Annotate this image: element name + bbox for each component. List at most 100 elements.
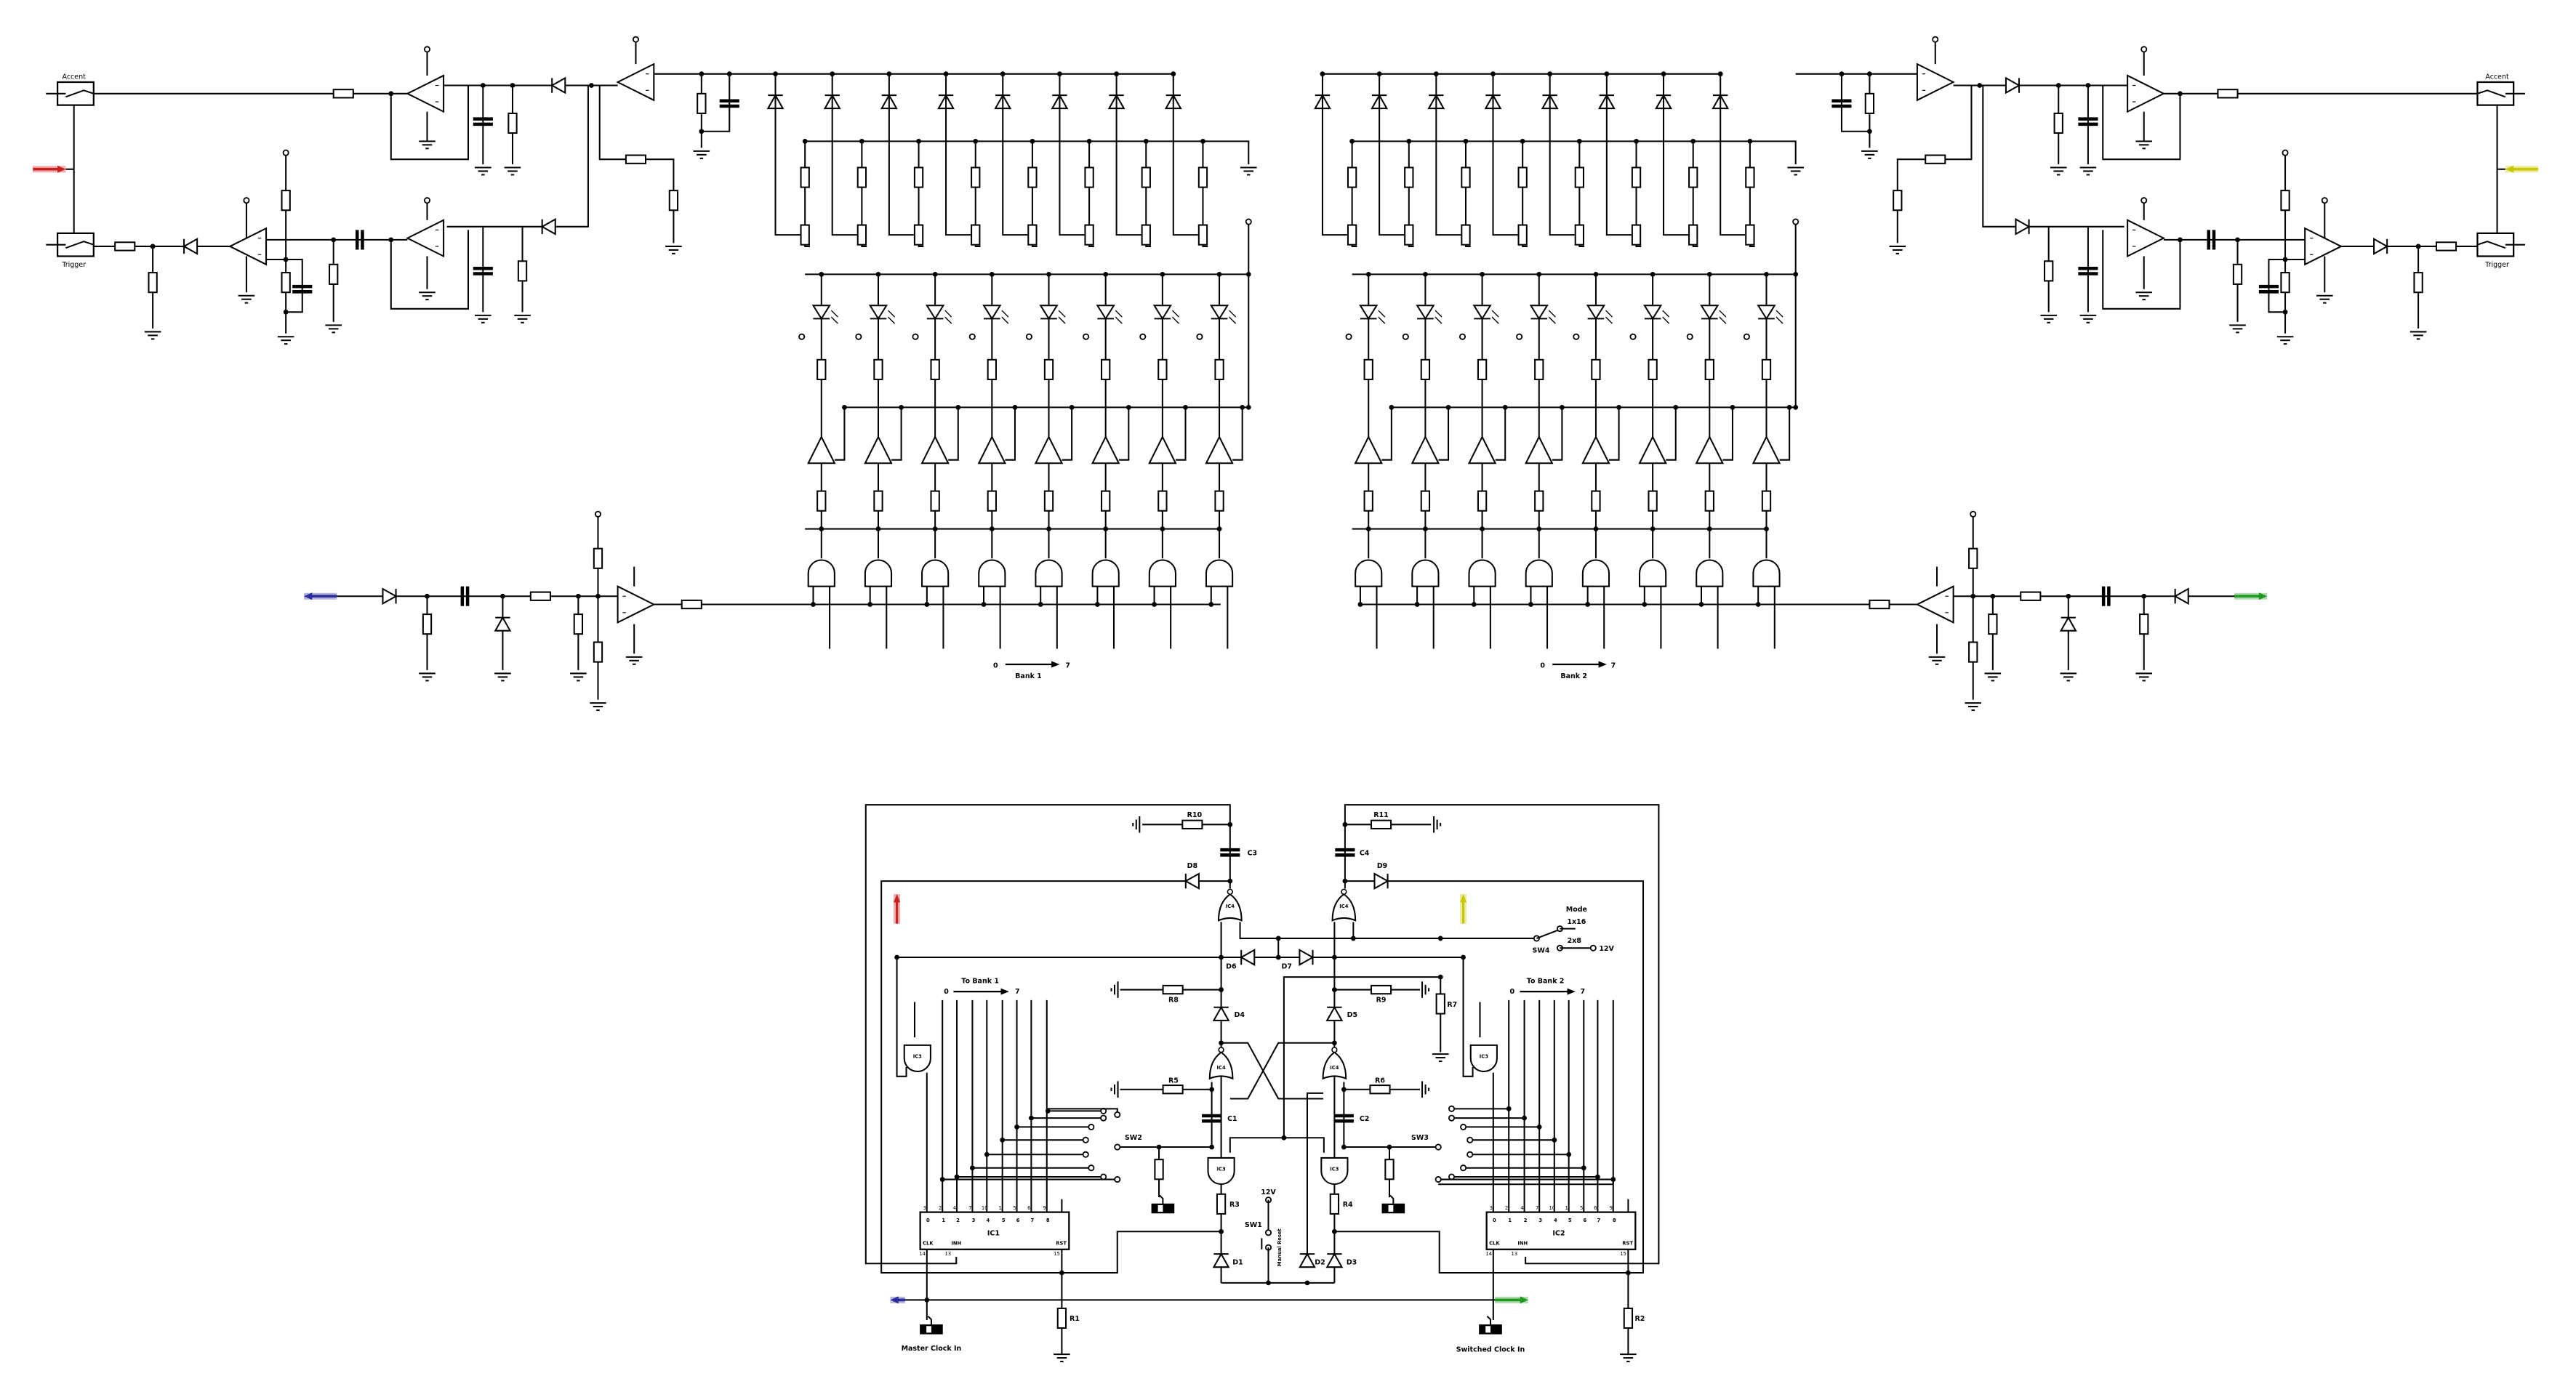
resistor — [1631, 166, 1642, 188]
ground-icon — [625, 656, 643, 665]
led-icon — [1586, 305, 1613, 324]
led-light-arrow — [944, 310, 952, 318]
resistor-body — [1574, 166, 1585, 188]
arrow-head — [2258, 592, 2268, 600]
terminal — [1448, 1173, 1456, 1180]
wire — [646, 158, 675, 244]
diode-triangle — [1373, 872, 1389, 890]
resistor-body — [816, 490, 827, 512]
resistor-body — [2217, 89, 2239, 99]
resistor-body — [816, 358, 827, 380]
wire — [1159, 1194, 1164, 1204]
counter-pin-number: 15 — [1620, 1251, 1626, 1257]
junction-dot — [955, 404, 961, 410]
bank-channel-0 — [1314, 71, 1395, 649]
wire — [1462, 957, 1474, 1077]
counter-output-label: 4 — [986, 1218, 990, 1223]
resistor — [1157, 490, 1168, 512]
range-arrow-head — [1598, 661, 1607, 668]
terminal — [1114, 1176, 1121, 1183]
wire — [1221, 1042, 1324, 1100]
resistor — [1761, 490, 1772, 512]
resistor — [1420, 358, 1431, 380]
resistor-body — [1384, 1159, 1395, 1180]
ground-icon — [1984, 672, 2002, 682]
wire — [1605, 73, 1632, 236]
diode — [382, 587, 398, 606]
diode — [2373, 238, 2389, 255]
label-d7: D7 — [1281, 962, 1291, 970]
opamp — [406, 74, 445, 113]
resistor — [1370, 984, 1392, 995]
terminal — [1100, 1173, 1107, 1180]
ground-icon — [1110, 981, 1119, 998]
resistor — [1648, 358, 1658, 380]
terminal — [2140, 46, 2148, 53]
bank-channel-7 — [1164, 71, 1245, 649]
junction-dot — [1461, 954, 1466, 960]
junction-dot — [1245, 404, 1251, 410]
and-gate — [864, 559, 893, 587]
wire — [1389, 1194, 1395, 1204]
wire — [831, 73, 857, 236]
label-sw2: SW2 — [1125, 1134, 1142, 1142]
accent-trigger-out-arrow-red — [894, 894, 901, 924]
bank-channel-2 — [1427, 71, 1508, 649]
junction-dot — [1977, 83, 1983, 88]
resistor-body — [1517, 224, 1528, 246]
junction-dot — [1304, 1280, 1310, 1286]
label-r8: R8 — [1168, 996, 1179, 1004]
resistor-body — [800, 166, 810, 188]
resistor — [1157, 358, 1168, 380]
terminal — [1792, 218, 1799, 225]
and-gate — [1148, 559, 1176, 587]
wire — [1321, 73, 1347, 236]
resistor-body — [873, 490, 883, 512]
arrow-head — [2505, 165, 2514, 173]
counter-output-label: 0 — [1493, 1218, 1496, 1223]
diode-triangle — [1212, 1252, 1230, 1268]
resistor-body — [573, 613, 584, 635]
resistor — [1688, 166, 1698, 188]
resistor-body — [1027, 166, 1038, 188]
led-light-arrow — [1001, 310, 1009, 318]
label-d2: D2 — [1315, 1258, 1325, 1266]
resistor — [1141, 166, 1151, 188]
led-triangle — [1642, 305, 1663, 321]
counter-pin-number: 3 — [1490, 1205, 1493, 1211]
wire — [1393, 274, 1797, 409]
resistor — [930, 358, 940, 380]
junction-dot — [875, 526, 881, 531]
resistor-body — [1631, 224, 1642, 246]
resistor-body — [2139, 613, 2149, 635]
capacitor — [355, 230, 364, 250]
counter-output-label: 7 — [1031, 1218, 1035, 1223]
ground-icon — [1861, 150, 1878, 159]
range-arrow-head — [1000, 988, 1009, 995]
resistor-body — [681, 599, 702, 610]
counter-output-label: 5 — [1568, 1218, 1572, 1223]
label-c1: C1 — [1227, 1115, 1237, 1123]
and-gate — [1752, 559, 1781, 587]
led-triangle — [811, 305, 831, 321]
led-triangle — [1209, 305, 1229, 321]
resistor-body — [1761, 358, 1772, 380]
terminal — [2282, 149, 2289, 156]
led-light-arrow — [1001, 316, 1009, 324]
resistor-body — [1591, 490, 1601, 512]
wire — [805, 140, 1250, 164]
terminal — [1139, 333, 1147, 340]
led-light-arrow — [1662, 310, 1670, 318]
wire — [1172, 73, 1198, 236]
resistor-body — [1988, 613, 1998, 635]
resistor — [1534, 358, 1544, 380]
capacitor — [2078, 117, 2098, 126]
diode-triangle — [2059, 616, 2077, 632]
resistor — [800, 166, 810, 188]
opamp — [617, 585, 656, 624]
accent-label: Accent — [63, 73, 87, 81]
inverter-bubble — [1218, 1047, 1224, 1053]
led-light-arrow — [1775, 316, 1783, 324]
jack-hole — [1485, 1326, 1490, 1333]
junction-dot — [1764, 526, 1769, 531]
